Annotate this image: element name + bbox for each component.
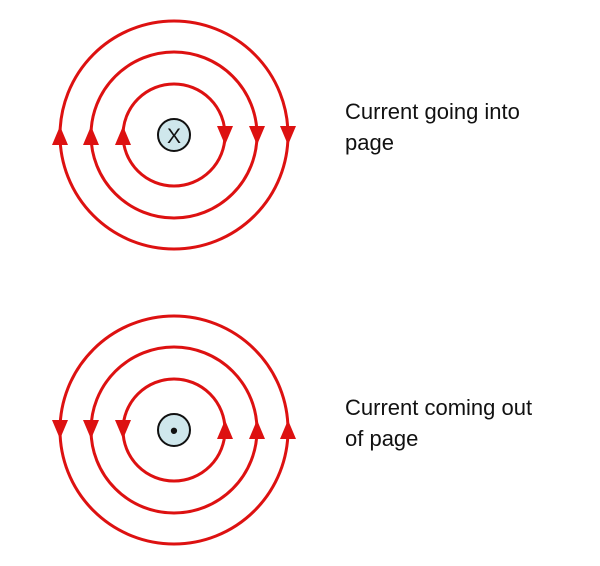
arrow-down-icon [217, 126, 233, 145]
arrow-up-icon [52, 126, 68, 145]
caption-current-out-of-page: Current coming out of page [345, 392, 595, 454]
caption-current-into-page: Current going into page [345, 96, 595, 158]
arrow-up-icon [83, 126, 99, 145]
field-diagram-out-of-page: • [52, 314, 296, 546]
arrow-down-icon [115, 420, 131, 439]
dot-icon: • [170, 418, 178, 443]
caption-line: Current coming out [345, 395, 533, 420]
arrow-up-icon [249, 420, 265, 439]
arrow-up-icon [115, 126, 131, 145]
field-diagram-into-page: X [52, 19, 296, 251]
arrow-down-icon [280, 126, 296, 145]
cross-icon: X [167, 125, 181, 148]
arrow-down-icon [249, 126, 265, 145]
caption-line: page [345, 130, 394, 155]
arrow-up-icon [280, 420, 296, 439]
arrow-up-icon [217, 420, 233, 439]
caption-line: of page [345, 426, 419, 451]
wire-cross-section [157, 118, 191, 152]
wire-cross-section [157, 413, 191, 447]
arrow-down-icon [83, 420, 99, 439]
caption-line: Current going into [345, 99, 520, 124]
arrow-down-icon [52, 420, 68, 439]
